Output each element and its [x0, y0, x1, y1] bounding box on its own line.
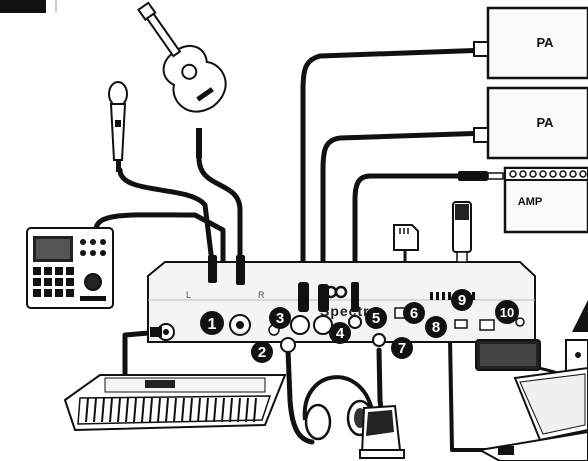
sd-card-icon — [393, 224, 419, 251]
callout-9-label: 9 — [458, 292, 466, 309]
pa-speaker-bottom: PA — [473, 86, 588, 160]
warning-icon — [565, 300, 588, 376]
laptop-icon — [476, 366, 588, 461]
pa-top-label: PA — [536, 35, 554, 50]
callout-7: 7 — [391, 337, 413, 359]
sampler-icon — [26, 227, 114, 309]
corner-tab — [0, 0, 46, 13]
callout-10-label: 10 — [500, 305, 514, 320]
acoustic-guitar-icon — [137, 1, 227, 113]
pa-speaker-top: PA — [473, 6, 588, 80]
callout-4: 4 — [329, 322, 351, 344]
headphones-icon — [302, 375, 374, 441]
callout-9: 9 — [451, 289, 473, 311]
callout-2-label: 2 — [258, 344, 266, 361]
callout-6: 6 — [403, 302, 425, 324]
callout-6-label: 6 — [410, 305, 418, 322]
keyboard-icon — [63, 374, 287, 432]
callout-4-label: 4 — [336, 325, 345, 342]
callout-8: 8 — [425, 316, 447, 338]
rear-marking-l: L — [186, 290, 191, 300]
callout-5: 5 — [365, 307, 387, 329]
rear-marking-r: R — [258, 290, 265, 300]
callout-3-label: 3 — [276, 310, 284, 327]
power-adapter-icon — [475, 339, 541, 371]
callout-7-label: 7 — [398, 340, 406, 357]
callout-1-label: 1 — [208, 316, 217, 333]
callout-10: 10 — [495, 300, 519, 324]
callout-1: 1 — [200, 311, 224, 335]
callout-3: 3 — [269, 307, 291, 329]
usb-drive-icon — [452, 201, 472, 263]
pa-bottom-label: PA — [536, 115, 554, 130]
device-name: Spectra — [320, 303, 378, 319]
callout-8-label: 8 — [432, 319, 440, 336]
microphone-icon — [108, 81, 128, 172]
callout-2: 2 — [251, 341, 273, 363]
amp-label: AMP — [518, 196, 542, 208]
callout-5-label: 5 — [372, 310, 380, 327]
amp: AMP — [503, 166, 588, 234]
expression-pedal-icon — [359, 404, 405, 459]
